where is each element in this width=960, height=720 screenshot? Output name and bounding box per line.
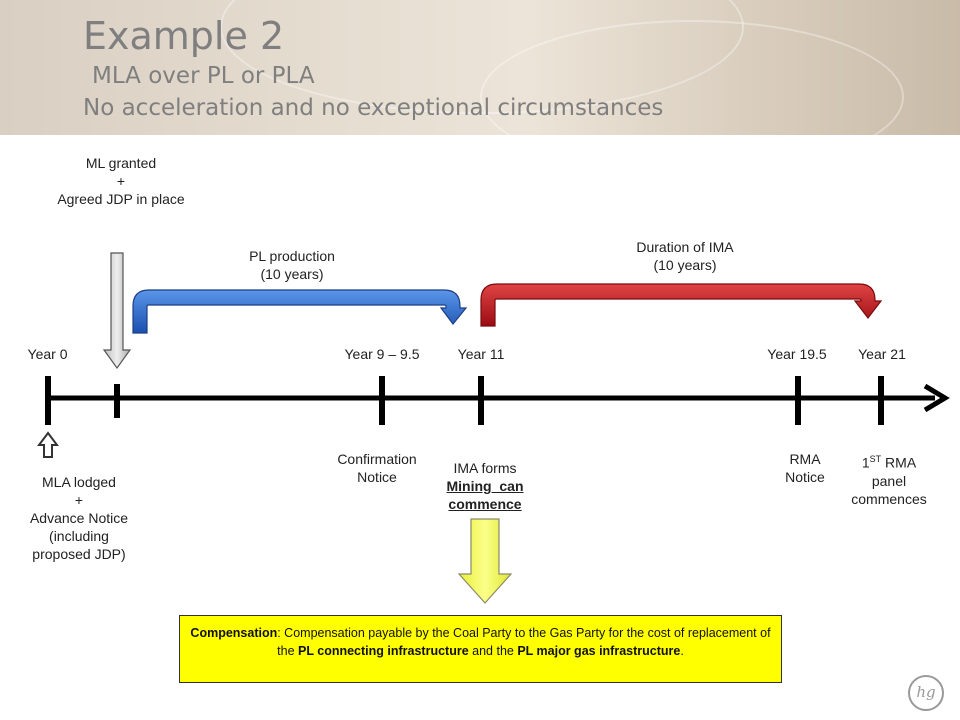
- slide-subtitle: MLA over PL or PLA: [92, 63, 315, 89]
- ml-granted-label: ML granted + Agreed JDP in place: [41, 154, 201, 208]
- ima-duration-arrow: [480, 283, 883, 327]
- slide-subtitle-2: No acceleration and no exceptional circu…: [83, 95, 664, 121]
- year-19-5-label: Year 19.5: [767, 346, 827, 362]
- compensation-box: Compensation: Compensation payable by th…: [179, 615, 782, 683]
- rma-panel-line-2: panel: [871, 472, 907, 489]
- timeline-arrowhead: [923, 383, 950, 413]
- ima-forms-label: IMA forms Mining can commence: [430, 459, 540, 513]
- rma-line-2: Notice: [785, 469, 825, 485]
- ml-granted-line-2: +: [116, 173, 126, 189]
- ima-duration-label: Duration of IMA (10 years): [615, 238, 755, 274]
- ml-granted-line-1: ML granted: [85, 155, 157, 171]
- mla-line-4: (including: [49, 528, 109, 544]
- pl-production-arrow: [132, 289, 468, 334]
- rma-panel-ordinal: 1: [861, 454, 870, 471]
- mla-line-5: proposed JDP): [32, 546, 126, 562]
- rma-line-1: RMA: [789, 451, 821, 467]
- confirmation-line-2: Notice: [357, 469, 397, 485]
- compensation-heading: Compensation: [190, 626, 278, 640]
- confirmation-line-1: Confirmation: [337, 451, 417, 467]
- pl-production-line-2: (10 years): [260, 266, 324, 282]
- compensation-bold-1: PL connecting infrastructure: [298, 644, 469, 658]
- mla-lodged-label: MLA lodged + Advance Notice (including p…: [9, 473, 149, 563]
- rma-panel-line-1: 1ST RMA: [839, 450, 939, 472]
- mla-line-3: Advance Notice: [29, 510, 129, 526]
- hg-logo: hg: [908, 675, 944, 711]
- slide-title: Example 2: [83, 14, 285, 58]
- pl-production-line-1: PL production: [249, 248, 335, 264]
- rma-panel-line-3: commences: [851, 490, 927, 507]
- compensation-bold-2: PL major gas infrastructure: [517, 644, 681, 658]
- year-21-label: Year 21: [858, 346, 906, 362]
- pl-production-label: PL production (10 years): [222, 247, 362, 283]
- mla-line-1: MLA lodged: [42, 474, 116, 490]
- compensation-text-1: : Compensation payable by the Coal Party…: [277, 626, 771, 658]
- ima-forms-line-2: Mining can: [446, 478, 524, 494]
- compensation-down-arrow: [457, 518, 513, 604]
- mla-lodged-up-arrow: [37, 431, 59, 458]
- compensation-text-3: .: [680, 644, 684, 658]
- year-9-label: Year 9 – 9.5: [344, 346, 420, 362]
- ima-duration-line-1: Duration of IMA: [636, 239, 734, 255]
- rma-panel-rma: RMA: [881, 454, 917, 471]
- ml-granted-line-3: Agreed JDP in place: [57, 191, 185, 207]
- ima-forms-line-1: IMA forms: [453, 460, 517, 476]
- rma-panel-label: 1ST RMA panel commences: [839, 450, 939, 508]
- ml-granted-down-arrow: [102, 252, 132, 370]
- rma-panel-ordinal-suffix: ST: [869, 454, 882, 464]
- year-11-label: Year 11: [457, 346, 505, 362]
- header-banner: Example 2 MLA over PL or PLA No accelera…: [0, 0, 960, 135]
- ima-duration-line-2: (10 years): [653, 257, 717, 273]
- mla-line-2: +: [74, 492, 84, 508]
- ima-forms-line-3: commence: [448, 496, 522, 512]
- confirmation-notice-label: Confirmation Notice: [322, 450, 432, 486]
- year-0-label: Year 0: [27, 346, 68, 362]
- compensation-text-2: and the: [468, 644, 518, 658]
- rma-notice-label: RMA Notice: [765, 450, 845, 486]
